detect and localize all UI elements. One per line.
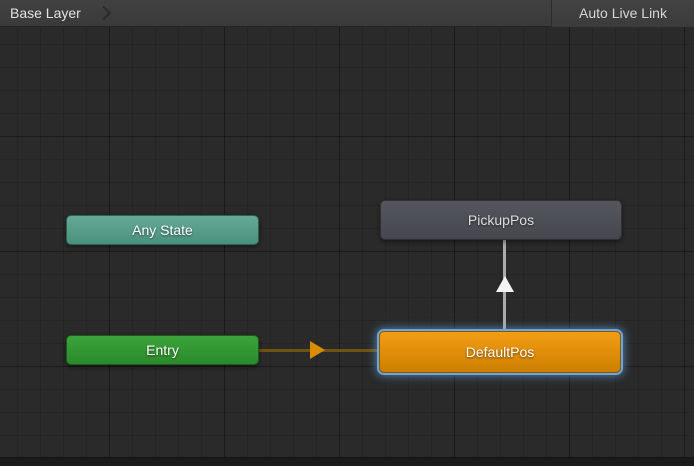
state-node-label: PickupPos	[467, 212, 535, 228]
state-node-label: Any State	[132, 222, 193, 238]
state-node-defaultpos-selected[interactable]: DefaultPos	[379, 331, 621, 373]
auto-live-link-button[interactable]: Auto Live Link	[551, 0, 694, 27]
transition-pickuppos-arrow-icon	[496, 276, 514, 292]
window-bottom-edge	[0, 457, 694, 466]
state-node-pickuppos[interactable]: PickupPos	[380, 200, 622, 240]
state-node-entry[interactable]: Entry	[66, 335, 259, 365]
breadcrumb-chevron-icon	[96, 5, 112, 21]
state-node-label: DefaultPos	[465, 344, 535, 360]
breadcrumb-bar: Base Layer Auto Live Link	[0, 0, 694, 27]
transition-entry-arrow-icon	[310, 341, 325, 359]
state-node-label: Entry	[146, 342, 179, 358]
breadcrumb-base-layer[interactable]: Base Layer	[10, 5, 81, 21]
state-node-any-state[interactable]: Any State	[66, 215, 259, 245]
graph-canvas[interactable]: Any State PickupPos Entry DefaultPos	[0, 27, 694, 457]
